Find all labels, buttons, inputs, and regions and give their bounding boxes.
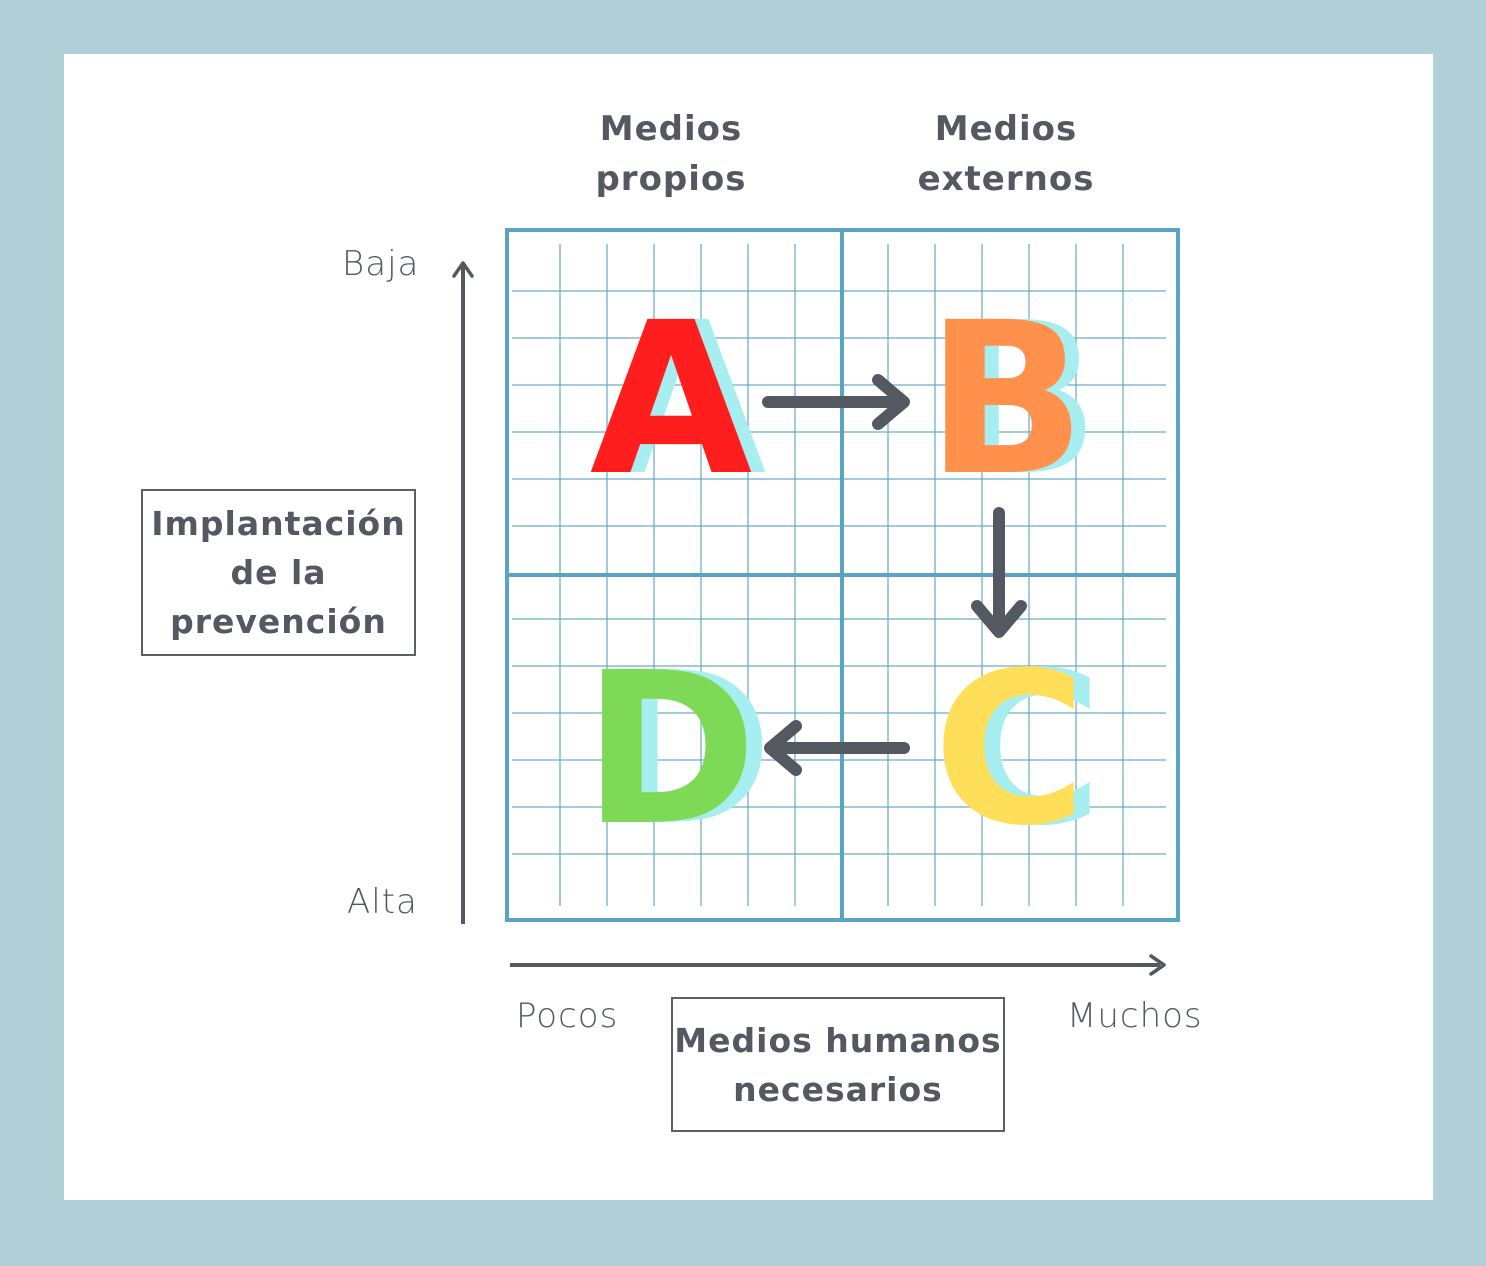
arrow-a-to-b-icon	[762, 374, 910, 430]
y-axis-bottom-label: Alta	[347, 882, 418, 922]
x-axis-title-box: Medios humanos necesarios	[671, 997, 1005, 1132]
quadrant-letter-c: C C	[933, 627, 1103, 872]
letter-a: A	[590, 277, 753, 522]
y-axis-arrowhead-icon	[452, 261, 474, 278]
column-header-external-means: Medios externos	[886, 104, 1126, 204]
x-axis-right-label: Muchos	[1067, 996, 1203, 1036]
quadrant-letter-d: D D	[583, 627, 773, 872]
y-axis-title-line3: prevención	[170, 602, 387, 641]
x-axis-title-line2: necesarios	[733, 1069, 943, 1109]
column-header-own-line1: Medios	[599, 109, 743, 149]
letter-d-shadow: D	[599, 627, 773, 872]
x-axis-arrowhead-icon	[1149, 954, 1166, 976]
quadrant-letter-a: A A	[590, 277, 767, 522]
letter-c: C	[933, 627, 1087, 872]
x-axis-left-label: Pocos	[516, 996, 619, 1036]
letter-b: B	[926, 277, 1086, 522]
x-axis-title-line1: Medios humanos	[674, 1020, 1002, 1060]
letter-a-shadow: A	[604, 277, 767, 522]
column-header-own-line2: propios	[595, 159, 747, 199]
column-header-external-line2: externos	[917, 159, 1095, 199]
arrow-b-to-c-icon	[971, 507, 1027, 638]
y-axis-title-box: Implantación de la prevención	[141, 489, 416, 656]
arrow-c-to-d-icon	[764, 720, 910, 776]
y-axis-top-label: Baja	[342, 244, 420, 284]
column-header-external-line1: Medios	[934, 109, 1078, 149]
y-axis-title-line2: de la	[230, 553, 327, 592]
letter-d: D	[583, 627, 757, 872]
letter-c-shadow: C	[949, 627, 1103, 872]
quadrant-borders	[505, 228, 1180, 922]
letter-b-shadow: B	[940, 277, 1100, 522]
quadrant-letter-b: B B	[926, 277, 1100, 522]
y-axis-title-line1: Implantación	[151, 504, 406, 543]
column-header-own-means: Medios propios	[551, 104, 791, 204]
